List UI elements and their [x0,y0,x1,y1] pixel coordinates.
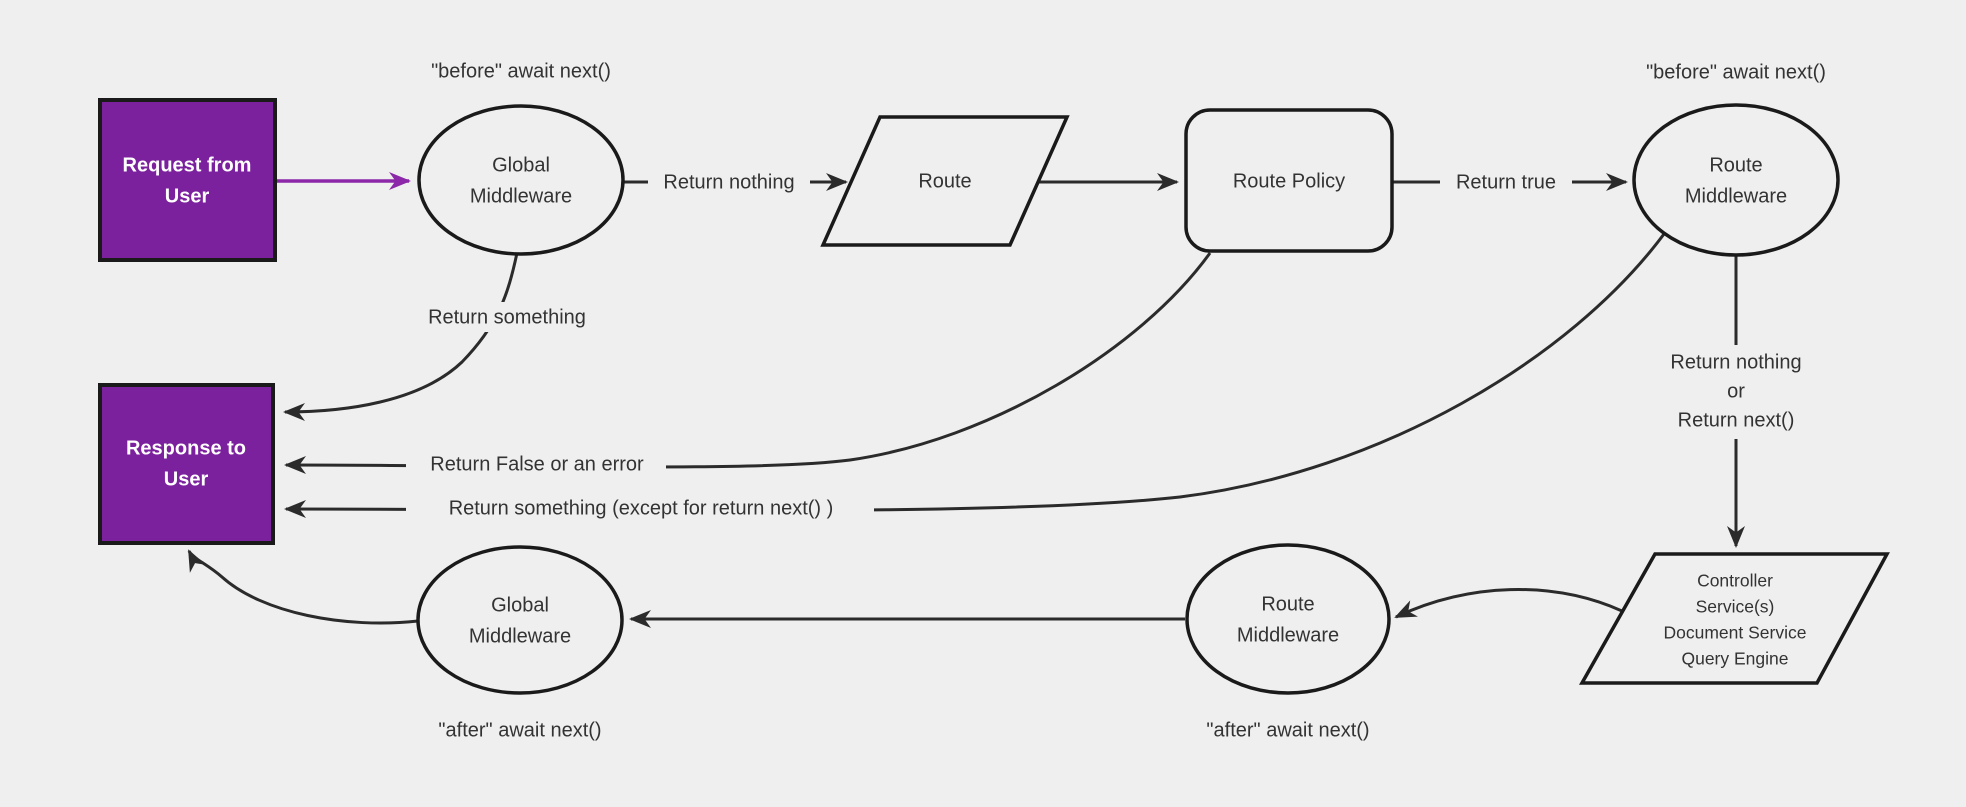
edge-global-middleware-to-response [283,252,519,421]
route-parallelogram [820,115,1070,247]
node-route-middleware-bottom: Route Middleware [1185,543,1391,695]
route-middleware-top-ellipse [1632,103,1840,257]
label-bg-return-nothing [648,167,810,196]
global-middleware-bottom-label-line1: Global [491,594,549,616]
route-middleware-top-label-line2: Middleware [1685,185,1787,207]
edge-global-middleware-bottom-to-response [187,549,419,625]
response-to-user-box [98,383,275,545]
edge-label-return-nothing-or-line3: Return next() [1678,409,1795,431]
node-global-middleware-bottom: Global Middleware [416,545,624,695]
controller-label-line2: Service(s) [1696,597,1775,617]
node-global-middleware-top: Global Middleware [417,104,625,256]
global-middleware-top-ellipse [417,104,625,256]
node-request-from-user: Request from User [98,98,277,262]
global-middleware-bottom-label-line2: Middleware [469,625,571,647]
route-middleware-bottom-label-line1: Route [1261,593,1314,615]
global-middleware-bottom-ellipse [416,545,624,695]
response-to-user-label-line1: Response to [126,437,246,459]
node-route: Route [820,115,1070,247]
edge-label-return-nothing-or-line2: or [1727,380,1745,402]
request-from-user-label-line2: User [165,185,210,207]
controller-label-line4: Query Engine [1681,649,1788,669]
route-policy-box [1184,108,1394,253]
global-middleware-top-label-line2: Middleware [470,185,572,207]
edge-label-return-nothing-or-next: Return nothing or Return next() [1670,351,1801,431]
route-middleware-top-label-line1: Route [1709,154,1762,176]
edge-controller-to-route-middleware-bottom [1394,588,1623,619]
node-route-policy: Route Policy [1184,108,1394,253]
label-before-await-next-left: "before" await next() [431,60,611,82]
edge-label-return-something-except: Return something (except for return next… [449,497,834,519]
route-middleware-bottom-label-line2: Middleware [1237,624,1339,646]
node-controller-services: Controller Service(s) Document Service Q… [1578,552,1890,685]
request-from-user-box [98,98,277,262]
response-to-user-label-line2: User [164,468,209,490]
edge-label-return-nothing-or-line1: Return nothing [1670,351,1801,373]
label-bg-return-something-except [406,493,874,523]
label-bg-return-nothing-or [1646,345,1826,439]
controller-parallelogram [1578,552,1890,685]
edge-label-return-nothing: Return nothing [663,171,794,193]
label-bg-return-true [1440,167,1572,196]
label-after-await-next-left: "after" await next() [438,719,601,741]
edge-label-return-true: Return true [1456,171,1556,193]
label-bg-return-false [406,449,666,479]
label-bg-return-something [406,302,606,332]
edge-route-policy-to-response [284,252,1212,475]
node-route-middleware-top: Route Middleware [1632,103,1840,257]
route-label: Route [918,170,971,192]
controller-label-line1: Controller [1697,571,1773,591]
edge-label-return-something: Return something [428,306,586,328]
request-from-user-label-line1: Request from [123,154,252,176]
controller-label-line3: Document Service [1664,623,1807,643]
label-before-await-next-right: "before" await next() [1646,61,1826,83]
route-policy-label: Route Policy [1233,170,1345,192]
node-response-to-user: Response to User [98,383,275,545]
edge-label-return-false: Return False or an error [430,453,644,475]
global-middleware-top-label-line1: Global [492,154,550,176]
label-after-await-next-right: "after" await next() [1206,719,1369,741]
route-middleware-bottom-ellipse [1185,543,1391,695]
